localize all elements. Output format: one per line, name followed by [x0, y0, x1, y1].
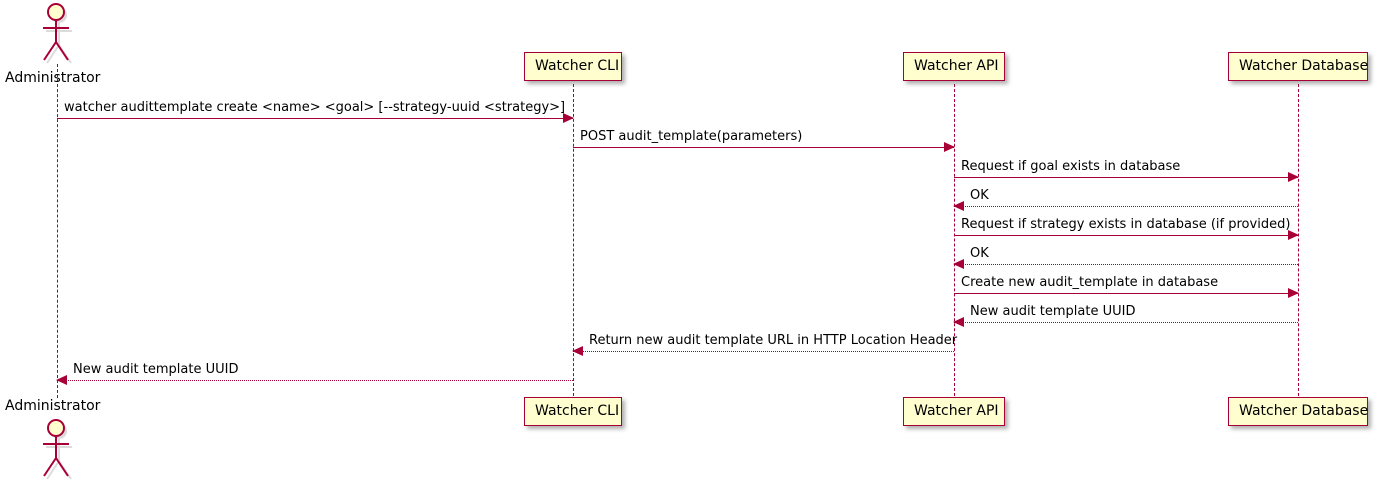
message-2-line — [573, 147, 954, 148]
message-7-arrowhead-icon — [1288, 288, 1299, 298]
message-5-label: Request if strategy exists in database (… — [961, 217, 1291, 232]
participant-watcher-database-top[interactable]: Watcher Database — [1228, 52, 1368, 81]
participant-watcher-database-bottom[interactable]: Watcher Database — [1228, 397, 1368, 426]
actor-administrator-top-icon — [43, 3, 72, 64]
message-6-line — [954, 264, 1298, 265]
participant-watcher-cli-bottom[interactable]: Watcher CLI — [524, 397, 622, 426]
message-5-arrowhead-icon — [1288, 230, 1299, 240]
message-9-label: Return new audit template URL in HTTP Lo… — [589, 333, 958, 348]
lifeline-watcher-api — [954, 84, 955, 396]
message-9-line — [573, 351, 954, 352]
participant-watcher-cli-top[interactable]: Watcher CLI — [524, 52, 622, 81]
lifeline-watcher-database — [1298, 84, 1299, 396]
lifeline-watcher-cli — [573, 84, 574, 396]
message-8-label: New audit template UUID — [970, 304, 1136, 319]
message-1-line — [57, 118, 573, 119]
participant-watcher-api-bottom[interactable]: Watcher API — [903, 397, 1005, 426]
message-4-line — [954, 206, 1298, 207]
message-6-label: OK — [970, 246, 989, 261]
message-10-arrowhead-icon — [56, 375, 67, 385]
message-2-arrowhead-icon — [944, 142, 955, 152]
message-4-arrowhead-icon — [953, 201, 964, 211]
message-3-line — [954, 177, 1298, 178]
message-2-label: POST audit_template(parameters) — [580, 129, 803, 144]
lifeline-administrator — [57, 64, 58, 398]
message-5-line — [954, 235, 1298, 236]
message-10-label: New audit template UUID — [73, 362, 239, 377]
message-9-arrowhead-icon — [572, 346, 583, 356]
message-3-arrowhead-icon — [1288, 172, 1299, 182]
message-7-line — [954, 293, 1298, 294]
message-8-line — [954, 322, 1298, 323]
message-10-line — [57, 380, 573, 381]
actor-administrator-bottom-label: Administrator — [5, 398, 101, 414]
actor-administrator-top-label: Administrator — [5, 70, 101, 86]
message-6-arrowhead-icon — [953, 259, 964, 269]
message-8-arrowhead-icon — [953, 317, 964, 327]
message-1-arrowhead-icon — [563, 113, 574, 123]
participant-watcher-api-top[interactable]: Watcher API — [903, 52, 1005, 81]
message-1-label: watcher audittemplate create <name> <goa… — [64, 100, 566, 115]
actor-administrator-bottom-icon — [43, 419, 72, 480]
message-3-label: Request if goal exists in database — [961, 159, 1181, 174]
message-4-label: OK — [970, 188, 989, 203]
message-7-label: Create new audit_template in database — [961, 275, 1219, 290]
